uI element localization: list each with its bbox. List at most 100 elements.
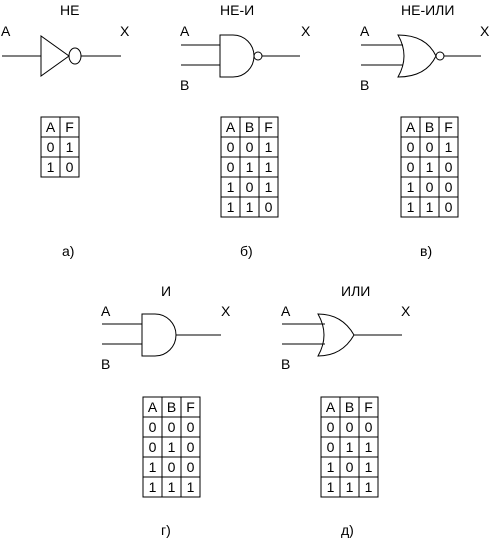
gate-nor [361,34,481,78]
nand-input-b-label: B [180,77,189,93]
gate-nand [181,34,300,78]
table-cell: 1 [149,459,157,475]
table-cell: 0 [187,459,195,475]
caption-nor: в) [420,243,432,259]
table-header-cell: F [186,399,195,415]
table-cell: 0 [246,179,254,195]
table-cell: 0 [168,459,176,475]
table-cell: 1 [149,479,157,495]
table-header-cell: B [425,119,434,135]
table-cell: 0 [168,419,176,435]
nand-gate-body [219,34,255,78]
or-output-label: X [401,303,411,319]
table-cell: 1 [346,439,354,455]
table-cell: 0 [246,139,254,155]
table-cell-border [180,476,201,498]
table-cell: 0 [66,159,74,175]
table-cell: 1 [227,199,235,215]
gate-or [282,313,402,357]
table-header-cell: A [326,399,336,415]
or-input-a-label: A [281,303,291,319]
table-cell: 1 [168,439,176,455]
table-cell: 0 [426,139,434,155]
table-cell: 0 [149,439,157,455]
table-cell: 1 [168,479,176,495]
table-header-cell: A [406,119,416,135]
table-cell: 0 [445,179,453,195]
caption-nand: б) [240,243,253,259]
caption-or: д) [341,522,354,538]
caption-not: а) [62,243,74,259]
table-cell: 1 [246,159,254,175]
table-cell: 0 [346,419,354,435]
table-cell: 1 [327,479,335,495]
not-output-label: X [120,23,130,39]
table-cell: 1 [246,199,254,215]
table-cell: 0 [426,179,434,195]
table-cell: 0 [227,139,235,155]
table-cell: 1 [265,159,273,175]
gate-not [2,35,121,77]
table-cell: 0 [445,159,453,175]
table-cell: 0 [327,439,335,455]
or-title: ИЛИ [341,283,370,299]
table-cell-border [438,196,459,218]
nand-inversion-bubble [253,51,263,61]
nand-input-a-label: A [180,23,190,39]
table-header-cell: A [226,119,236,135]
table-cell: 1 [346,479,354,495]
table-cell: 1 [445,139,453,155]
nor-input-b-label: B [360,77,369,93]
table-cell: 1 [47,159,55,175]
and-input-a-label: A [101,303,111,319]
and-output-label: X [221,303,231,319]
table-cell: 1 [365,479,373,495]
table-header-cell: B [245,119,254,135]
table-cell: 0 [187,419,195,435]
and-input-b-label: B [101,356,110,372]
nor-output-label: X [480,23,490,39]
table-cell: 1 [365,459,373,475]
or-input-b-label: B [281,356,290,372]
and-title: И [161,283,171,299]
nand-title: НЕ-И [220,2,254,18]
table-cell-border [258,196,279,218]
table-cell: 0 [346,459,354,475]
nor-input-a-label: A [360,23,370,39]
table-header-cell: F [264,119,273,135]
gate-and [102,313,221,357]
table-cell: 1 [187,479,195,495]
table-header-cell: F [364,399,373,415]
table-cell: 0 [227,159,235,175]
table-header-cell: A [46,119,56,135]
not-gate-body [40,35,70,77]
table-header-cell: B [345,399,354,415]
table-cell: 0 [407,139,415,155]
table-cell: 0 [407,159,415,175]
table-cell: 1 [66,139,74,155]
nand-output-label: X [301,23,311,39]
table-cell: 1 [407,199,415,215]
table-cell: 1 [407,179,415,195]
nor-gate-body [397,34,437,78]
table-cell: 1 [365,439,373,455]
caption-and: г) [161,522,171,538]
or-gate-body [317,313,355,357]
not-input-a-label: A [1,23,11,39]
table-header-cell: A [148,399,158,415]
table-header-cell: F [444,119,453,135]
table-header-cell: F [65,119,74,135]
table-cell: 0 [149,419,157,435]
nor-inversion-bubble [435,51,445,61]
table-cell: 1 [327,459,335,475]
table-cell: 1 [227,179,235,195]
table-cell-border [358,476,379,498]
table-cell: 0 [47,139,55,155]
